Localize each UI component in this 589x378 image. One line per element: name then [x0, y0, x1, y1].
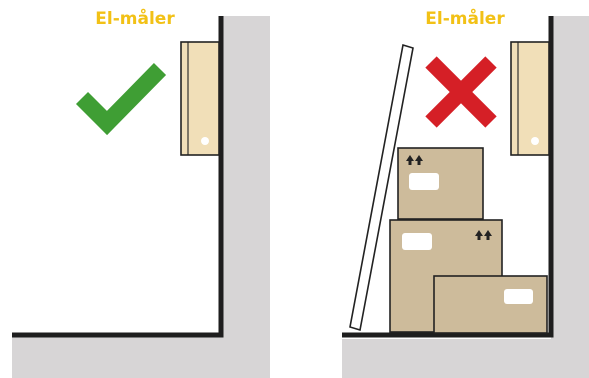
floor-shade: [12, 337, 270, 378]
checkmark-icon: [82, 69, 160, 123]
box-label: [504, 289, 533, 304]
electricity-meter-box: [511, 42, 549, 155]
panel-incorrect: [342, 16, 589, 378]
wall-shade-right: [221, 16, 270, 378]
meter-lock-dot: [201, 137, 209, 145]
cardboard-box-bottom-right: [434, 276, 547, 333]
electricity-meter-title: El-måler: [405, 9, 525, 29]
floor-shade: [342, 339, 589, 378]
cardboard-box-top: [398, 148, 483, 219]
box-label: [409, 173, 439, 190]
meter-lock-dot: [531, 137, 539, 145]
electricity-meter-box: [181, 42, 219, 155]
box-label: [402, 233, 432, 250]
wall-shade-right: [551, 16, 589, 378]
electricity-meter-title: El-måler: [75, 9, 195, 29]
panel-correct: [12, 16, 270, 378]
cross-icon: [431, 62, 491, 122]
